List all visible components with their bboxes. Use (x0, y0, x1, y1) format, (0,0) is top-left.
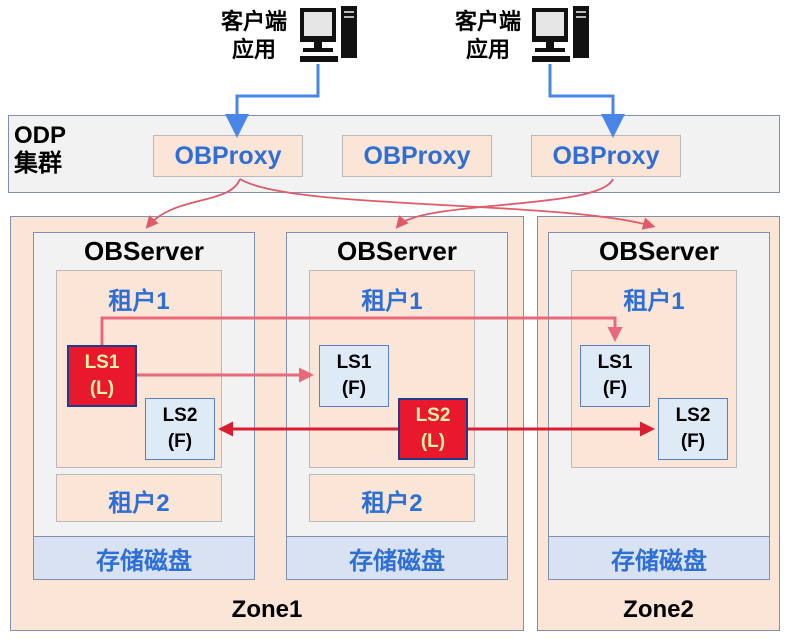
observer-1-tenant2-label: 租户2 (108, 490, 170, 517)
computer-icon (532, 6, 589, 62)
observer-3-ls2-role: (F) (680, 431, 706, 452)
observer-2-tenant2 (309, 474, 475, 522)
obproxy-3: OBProxy (531, 135, 681, 177)
ls1-replication-to-observer3 (100, 316, 623, 345)
client-app-2-label: 客户端 应用 (446, 8, 530, 64)
observer-3-ls1-role: (F) (602, 378, 628, 399)
observer-1-ls2-name: LS2 (162, 405, 198, 426)
observer-2-title: OBServer (337, 236, 457, 266)
observer-3-title: OBServer (599, 236, 719, 266)
observer-1-storage: 存储磁盘 (33, 536, 255, 580)
observer-2-ls1-name: LS1 (336, 352, 372, 373)
client2-to-proxy3-arrow (548, 64, 625, 138)
proxy1-to-observer1-arrow (145, 178, 241, 229)
client1-to-proxy1-arrow (225, 64, 320, 138)
odp-cluster-label: ODP 集群 (14, 122, 74, 178)
observer-1-ls1-role: (L) (89, 378, 115, 399)
observer-3-storage: 存储磁盘 (548, 536, 770, 580)
observer-2-ls2-name: LS2 (415, 405, 451, 426)
observer-3-ls1-follower: LS1 (F) (580, 345, 650, 407)
obproxy-1: OBProxy (153, 135, 303, 177)
client-app-1-label: 客户端 应用 (212, 8, 296, 64)
odp-label-line2: 集群 (14, 150, 62, 177)
odp-label-line1: ODP (14, 122, 67, 149)
observer-2-tenant2-label: 租户2 (361, 490, 423, 517)
observer-2-tenant1-label: 租户1 (361, 288, 423, 315)
observer-1-title: OBServer (84, 236, 204, 266)
observer-2-ls2-leader: LS2 (L) (398, 398, 468, 460)
observer-3-ls2-name: LS2 (675, 405, 711, 426)
observer-3-ls2-follower: LS2 (F) (658, 398, 728, 460)
client-2-line1: 客户端 (454, 9, 521, 34)
client-1-line2: 应用 (231, 37, 276, 62)
observer-3-ls1-name: LS1 (597, 352, 633, 373)
observer-2-storage: 存储磁盘 (286, 536, 508, 580)
proxy3-to-observer2-arrow (395, 178, 614, 229)
computer-icon (300, 6, 357, 62)
observer-1-ls2-follower: LS2 (F) (145, 398, 215, 460)
observer-1-tenant1-label: 租户1 (108, 288, 170, 315)
zone1-label: Zone1 (231, 596, 303, 623)
observer-2-ls1-follower: LS1 (F) (319, 345, 389, 407)
proxy1-to-observer3-arrow (239, 178, 656, 230)
obproxy-2: OBProxy (342, 135, 492, 177)
zone2-label: Zone2 (623, 596, 694, 623)
observer-1-ls2-role: (F) (167, 431, 193, 452)
observer-1-ls1-leader: LS1 (L) (67, 345, 137, 407)
observer-1-ls1-name: LS1 (84, 352, 120, 373)
client-1-line1: 客户端 (220, 9, 287, 34)
observer-1-tenant2 (56, 474, 222, 522)
client-2-line2: 应用 (465, 37, 510, 62)
observer-2-ls2-role: (L) (420, 431, 446, 452)
observer-3-tenant1-label: 租户1 (623, 288, 685, 315)
observer-2-ls1-role: (F) (341, 378, 367, 399)
